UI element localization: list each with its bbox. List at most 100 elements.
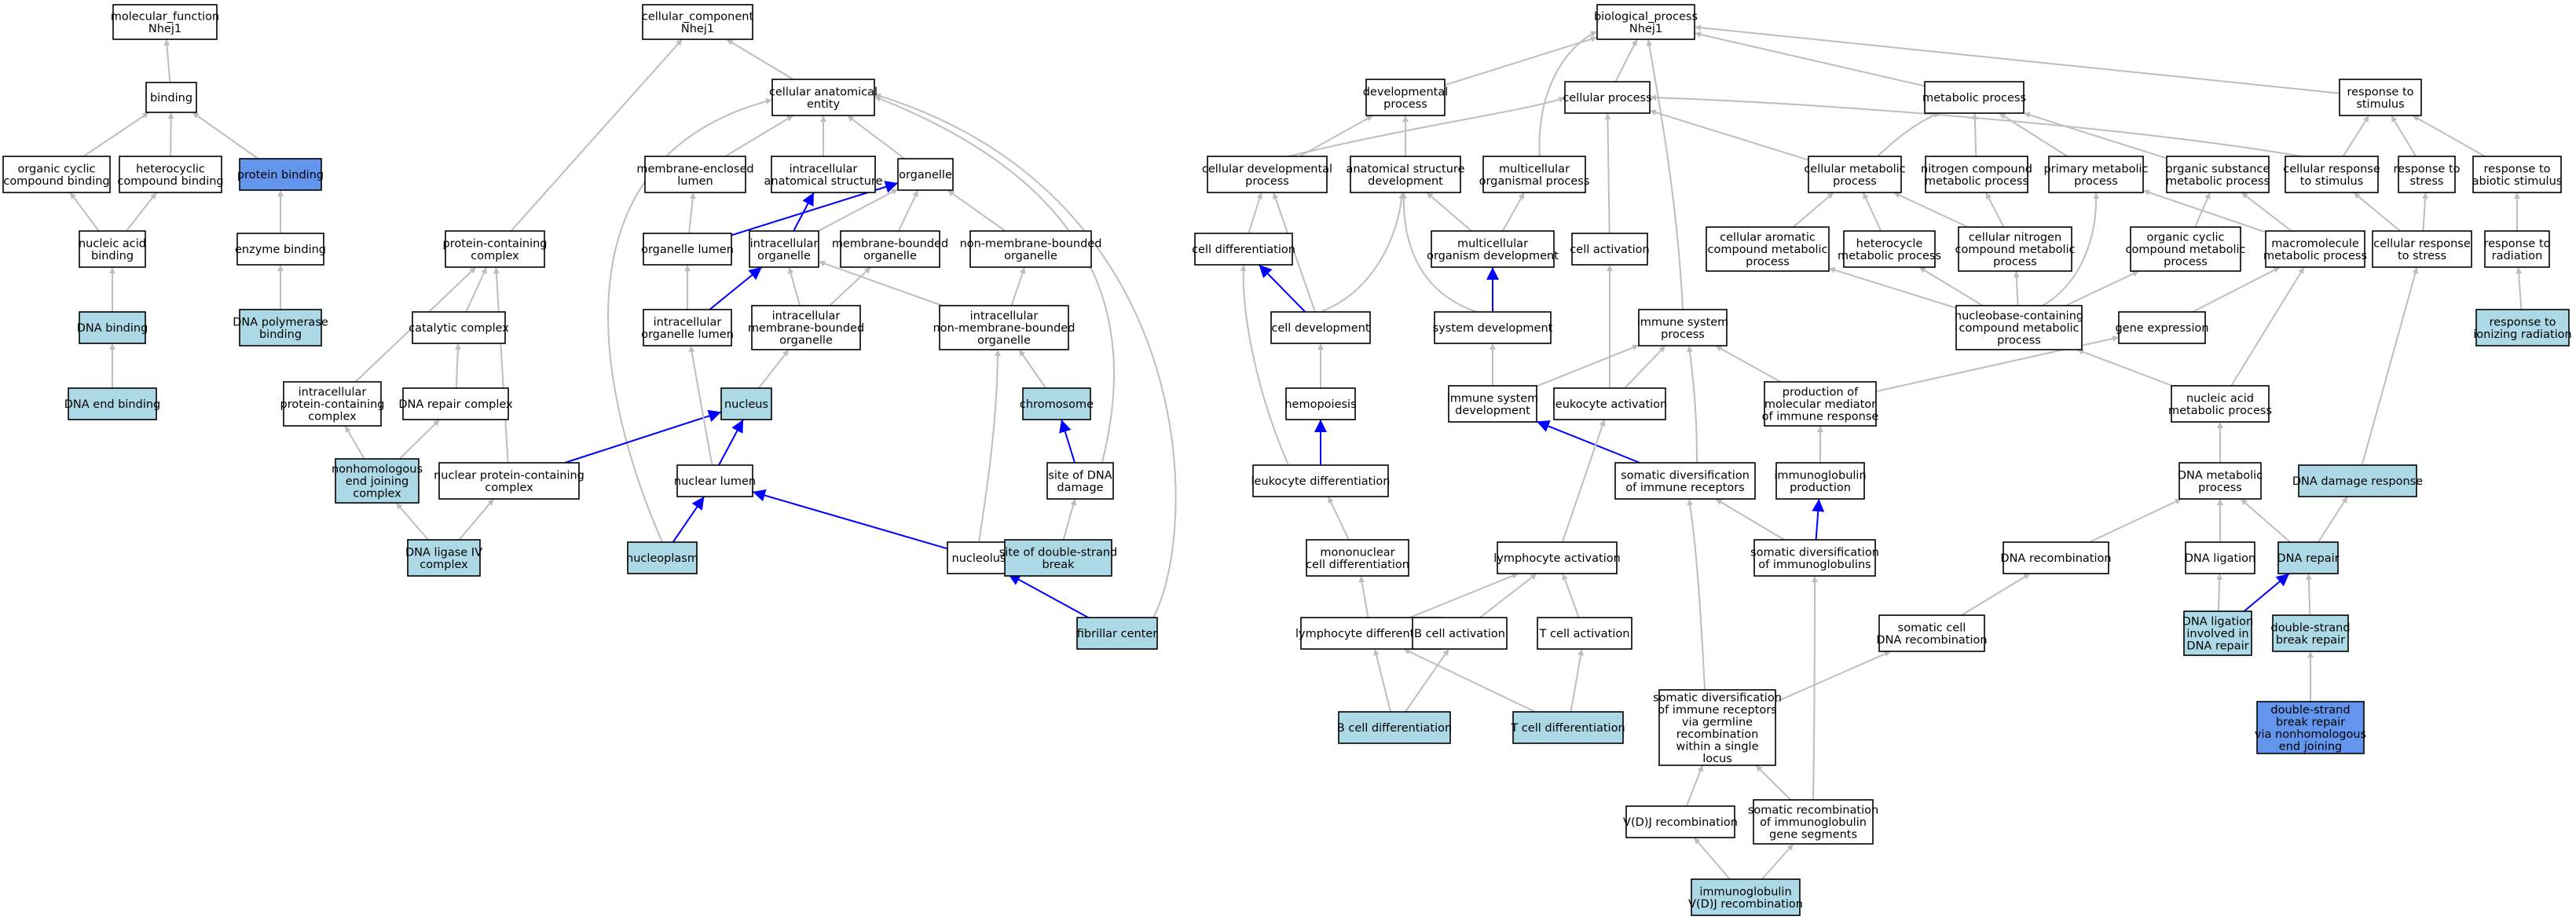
go-term-vdj[interactable]: V(D)J recombination bbox=[1623, 805, 1738, 838]
go-term-tcellact[interactable]: T cell activation bbox=[1537, 617, 1632, 650]
go-term-chromosome[interactable]: chromosome bbox=[1020, 387, 1094, 420]
go-term-protbind[interactable]: protein binding bbox=[237, 158, 324, 191]
go-term-hemo[interactable]: hemopoiesis bbox=[1284, 387, 1357, 420]
go-term-celldiff[interactable]: cell differentiation bbox=[1192, 233, 1295, 266]
go-term-tcelldiff[interactable]: T cell differentiation bbox=[1510, 711, 1625, 744]
go-term-cellp[interactable]: cellular process bbox=[1563, 81, 1652, 114]
go-term-metp[interactable]: metabolic process bbox=[1922, 81, 2026, 114]
term-box bbox=[1497, 541, 1618, 574]
go-term-nucleus[interactable]: nucleus bbox=[720, 387, 772, 420]
go-term-organelle[interactable]: organelle bbox=[897, 158, 954, 191]
go-term-bcelldiff[interactable]: B cell differentiation bbox=[1337, 711, 1452, 744]
go-term-nucleolus[interactable]: nucleolus bbox=[947, 541, 1011, 574]
go-term-bcellact[interactable]: B cell activation bbox=[1412, 617, 1508, 650]
go-term-nl[interactable]: nuclear lumen bbox=[674, 464, 756, 497]
go-term-ge[interactable]: gene expression bbox=[2115, 311, 2209, 344]
go-term-leudiff[interactable]: leukocyte differentiation bbox=[1251, 464, 1391, 497]
go-term-celldev[interactable]: cell development bbox=[1270, 311, 1371, 344]
go-term-fc[interactable]: fibrillar center bbox=[1076, 617, 1158, 650]
go-term-dnarep[interactable]: DNA repair bbox=[2277, 541, 2340, 574]
go-term-binding[interactable]: binding bbox=[145, 82, 197, 113]
go-term-enzb[interactable]: enzyme binding bbox=[235, 233, 326, 266]
term-label-line: cellular developmental bbox=[1202, 163, 1332, 175]
go-term-orgl[interactable]: organelle lumen bbox=[641, 233, 734, 266]
go-term-dnalig[interactable]: DNA ligation bbox=[2185, 541, 2255, 574]
go-term-nucleoplasm[interactable]: nucleoplasm bbox=[626, 541, 698, 574]
go-term-lymact[interactable]: lymphocyte activation bbox=[1493, 541, 1621, 574]
edge-tcelldiff-to-tcellact bbox=[1570, 648, 1585, 713]
go-term-cellact[interactable]: cell activation bbox=[1570, 233, 1650, 266]
go-term-catc[interactable]: catalytic complex bbox=[409, 311, 509, 344]
go-term-drc[interactable]: DNA repair complex bbox=[398, 387, 513, 420]
go-term-dnaeb[interactable]: DNA end binding bbox=[64, 387, 161, 420]
go-term-leuact[interactable]: leukocyte activation bbox=[1552, 387, 1667, 420]
edge-rir-to-rtr bbox=[2516, 266, 2523, 310]
go-term-dnab[interactable]: DNA binding bbox=[77, 311, 148, 344]
go-term-inmbo[interactable]: intracellularnon-membrane-boundedorganel… bbox=[933, 305, 1075, 350]
go-term-dnarec[interactable]: DNA recombination bbox=[2000, 541, 2112, 574]
go-term-ddr[interactable]: DNA damage response bbox=[2292, 464, 2423, 497]
go-term-sysdev[interactable]: system development bbox=[1433, 311, 1553, 344]
